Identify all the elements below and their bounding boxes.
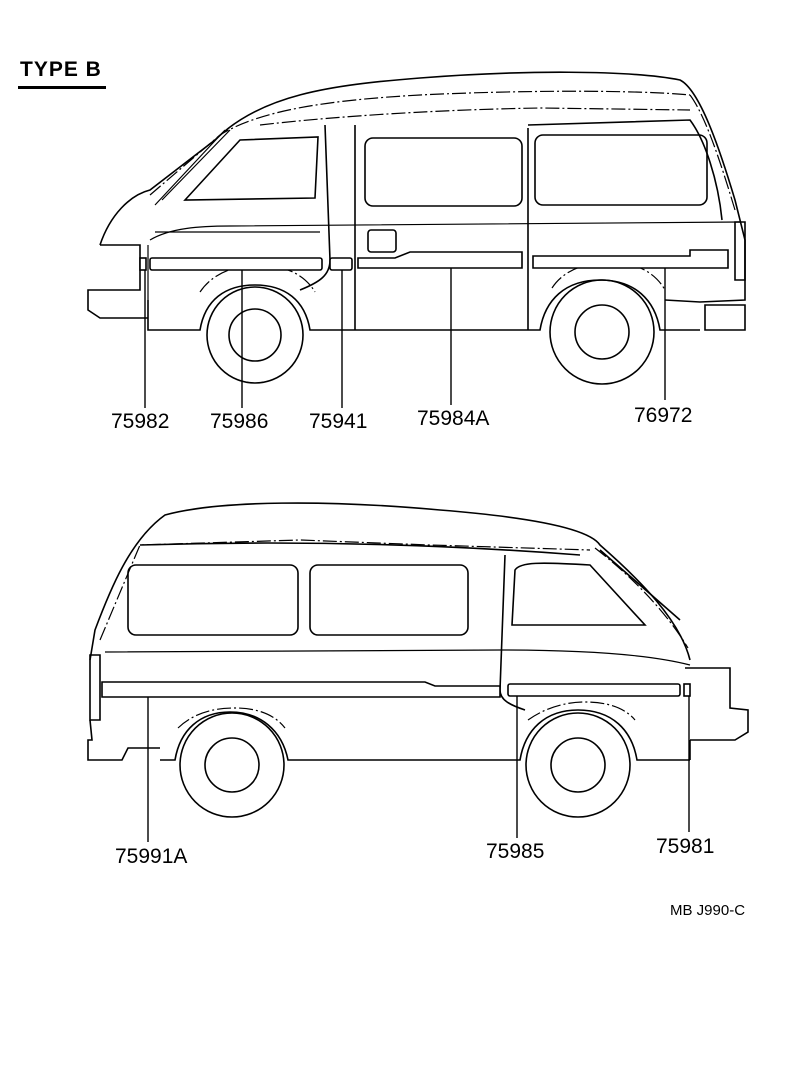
molding-75981: [683, 683, 691, 697]
van-left-side-view: [87, 502, 749, 842]
molding-75984A: [357, 251, 523, 269]
molding-75986: [149, 257, 323, 271]
molding-75985: [507, 683, 681, 697]
part-label-75991A: 75991A: [115, 845, 188, 868]
part-label-75985: 75985: [486, 840, 545, 863]
molding-76972: [532, 249, 729, 269]
diagram-title: TYPE B: [20, 58, 102, 81]
part-label-76972: 76972: [634, 404, 693, 427]
part-label-75984A: 75984A: [417, 407, 490, 430]
molding-75982: [139, 257, 147, 271]
part-label-75982: 75982: [111, 410, 170, 433]
molding-75941: [329, 257, 353, 271]
molding-75991A: [101, 681, 501, 698]
diagram-reference-code: MB J990-C: [670, 902, 746, 919]
part-label-75986: 75986: [210, 410, 269, 433]
title-underline: [18, 86, 106, 89]
part-label-75981: 75981: [656, 835, 715, 858]
van-right-side-view: [87, 71, 746, 408]
part-label-75941: 75941: [309, 410, 368, 433]
